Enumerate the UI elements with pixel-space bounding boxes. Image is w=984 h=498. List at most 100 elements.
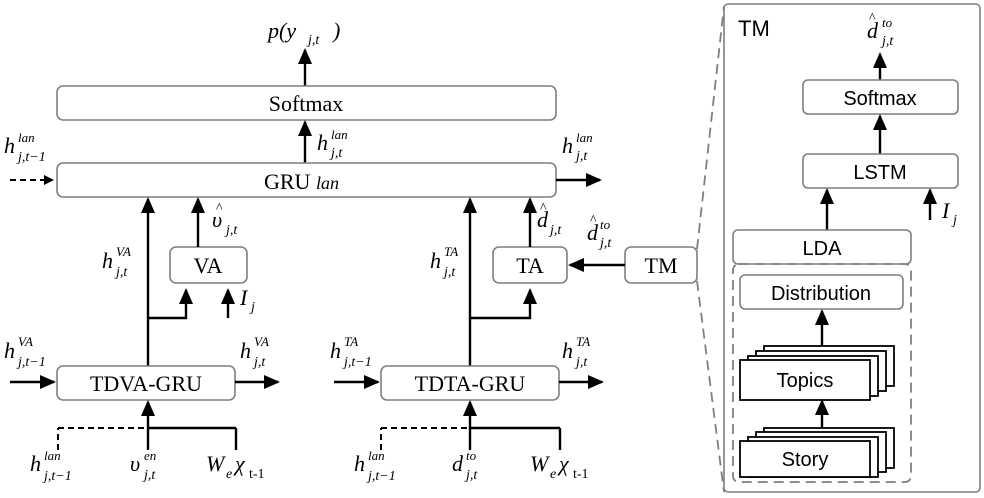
- tm-panel-output-label: d ^ to j,t: [867, 11, 894, 49]
- label-h-va-jt-right: h VA j,t: [240, 334, 269, 370]
- svg-text:h: h: [430, 248, 441, 273]
- svg-text:TA: TA: [344, 334, 358, 349]
- svg-text:d: d: [537, 207, 549, 232]
- svg-text:j,t: j,t: [574, 355, 588, 370]
- label-h-lan-jt1-left: h lan j,t−1: [4, 130, 46, 165]
- tm-lda-label: LDA: [803, 238, 843, 260]
- svg-text:e: e: [226, 467, 232, 482]
- svg-text:GRU: GRU: [264, 169, 311, 194]
- svg-text:VA: VA: [116, 244, 131, 259]
- zoom-line-top: [696, 5, 725, 250]
- svg-text:lan: lan: [331, 127, 348, 142]
- svg-text:υ: υ: [130, 451, 140, 476]
- label-h-ta-jt-right: h TA j,t: [562, 334, 590, 370]
- tm-topics-label: Topics: [777, 370, 834, 392]
- tm-story-label: Story: [782, 449, 829, 471]
- svg-text:j,t: j,t: [464, 468, 478, 483]
- svg-text:j: j: [249, 300, 255, 315]
- svg-text:t-1: t-1: [573, 467, 589, 482]
- svg-text:lan: lan: [368, 448, 385, 463]
- tm-story-stack: Story: [739, 427, 895, 478]
- svg-text:j,t: j,t: [224, 223, 238, 238]
- tm-softmax-label: Softmax: [843, 88, 916, 110]
- svg-text:υ: υ: [212, 207, 222, 232]
- svg-text:^: ^: [540, 201, 547, 216]
- tm-distribution-label: Distribution: [771, 283, 871, 305]
- svg-text:d: d: [867, 18, 879, 43]
- svg-text:j,t−1: j,t−1: [42, 469, 72, 484]
- tm-label-ij: I j: [941, 198, 957, 228]
- svg-text:to: to: [882, 15, 893, 30]
- label-upsilon-en: υ en j,t: [130, 448, 156, 483]
- svg-text:lan: lan: [576, 130, 593, 145]
- svg-text:h: h: [30, 451, 41, 476]
- svg-text:j,t: j,t: [142, 468, 156, 483]
- va-box: [169, 246, 248, 284]
- label-h-ta-jt1: h TA j,t−1: [330, 334, 372, 370]
- svg-text:^: ^: [590, 213, 597, 228]
- svg-text:VA: VA: [254, 334, 269, 349]
- tdva-gru-label: TDVA-GRU: [90, 371, 202, 396]
- svg-text:h: h: [102, 248, 113, 273]
- label-h-lan-jt1-bl: h lan j,t−1: [30, 448, 72, 484]
- svg-text:lan: lan: [44, 448, 61, 463]
- svg-text:j,t: j,t: [329, 146, 343, 161]
- ta-label: TA: [516, 253, 544, 278]
- label-d-to: d to j,t: [452, 448, 478, 483]
- zoom-line-bottom: [696, 280, 725, 493]
- tm-lstm-box: [802, 153, 959, 189]
- svg-text:I: I: [941, 198, 951, 223]
- svg-text:^: ^: [869, 11, 876, 26]
- svg-text:): ): [331, 18, 340, 43]
- label-d-hat-to: d ^ to j,t: [587, 213, 612, 251]
- svg-text:h: h: [354, 451, 365, 476]
- tm-panel-title: TM: [738, 16, 770, 41]
- gru-lan-label: GRU lan: [264, 169, 339, 194]
- svg-text:χ: χ: [233, 451, 246, 476]
- svg-text:h: h: [317, 130, 328, 155]
- svg-text:j,t: j,t: [442, 265, 456, 280]
- svg-text:lan: lan: [18, 130, 35, 145]
- label-ij-va: I j: [239, 285, 255, 315]
- svg-text:j,t: j,t: [306, 33, 320, 48]
- svg-text:j,t: j,t: [880, 34, 894, 49]
- svg-text:j,t: j,t: [548, 223, 562, 238]
- svg-text:t-1: t-1: [249, 467, 265, 482]
- svg-text:to: to: [600, 217, 611, 232]
- svg-text:h: h: [4, 338, 15, 363]
- tdva-to-va-arrow: [148, 288, 193, 320]
- label-h-lan-jt-right: h lan j,t: [562, 130, 593, 164]
- label-d-hat-jt: d ^ j,t: [537, 201, 562, 238]
- svg-text:I: I: [239, 285, 249, 310]
- svg-text:h: h: [562, 133, 573, 158]
- svg-text:TA: TA: [576, 334, 590, 349]
- svg-text:W: W: [206, 451, 226, 476]
- svg-text:d: d: [587, 220, 599, 245]
- softmax-label: Softmax: [269, 91, 344, 116]
- svg-text:e: e: [550, 467, 556, 482]
- svg-text:W: W: [530, 451, 550, 476]
- va-label: VA: [194, 253, 223, 278]
- tdta-gru-label: TDTA-GRU: [415, 371, 526, 396]
- label-we-chi-mid: W e χ t-1: [530, 451, 589, 482]
- label-h-va-jt-mid: h VA j,t: [102, 244, 131, 280]
- label-we-chi-left: W e χ t-1: [206, 451, 265, 482]
- tm-topics-stack: Topics: [739, 345, 895, 401]
- tm-inner-dashed-box: [732, 263, 912, 483]
- svg-text:j,t: j,t: [252, 355, 266, 370]
- svg-text:^: ^: [216, 201, 223, 216]
- svg-text:h: h: [330, 338, 341, 363]
- svg-text:j,t−1: j,t−1: [366, 469, 396, 484]
- label-upsilon-hat: υ ^ j,t: [212, 201, 238, 238]
- svg-text:h: h: [562, 338, 573, 363]
- svg-text:j: j: [951, 213, 957, 228]
- tdta-to-ta-arrow: [470, 288, 537, 320]
- svg-text:to: to: [466, 448, 477, 463]
- output-label: p(y j,t ): [266, 18, 340, 48]
- svg-text:h: h: [240, 338, 251, 363]
- svg-text:p(y: p(y: [266, 18, 296, 43]
- svg-text:TA: TA: [444, 244, 458, 259]
- svg-text:j,t−1: j,t−1: [342, 355, 372, 370]
- svg-text:lan: lan: [316, 173, 339, 193]
- tm-lstm-label: LSTM: [853, 162, 906, 184]
